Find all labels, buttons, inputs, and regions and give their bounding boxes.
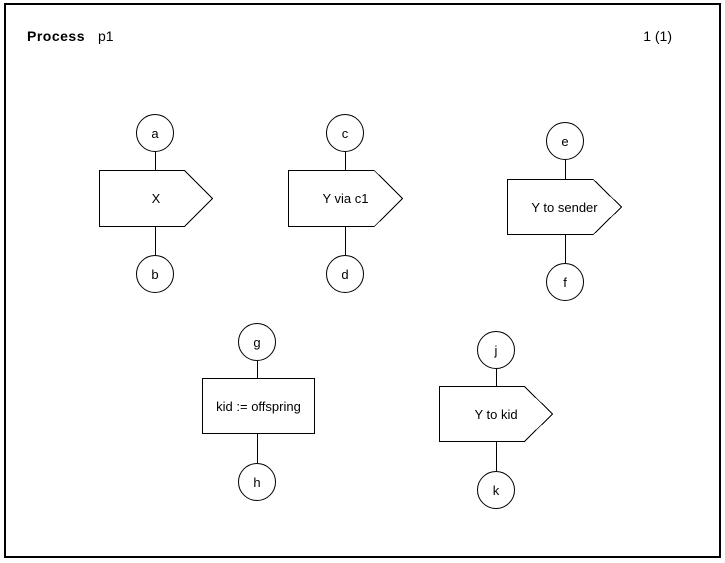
- symbol-label: Y to sender: [531, 199, 598, 215]
- circle-letter: b: [151, 266, 159, 282]
- connector-line: [565, 235, 566, 263]
- circle-letter: a: [151, 125, 159, 141]
- connector-line: [257, 434, 258, 463]
- circle-letter: h: [253, 474, 261, 490]
- diagram-kind-label: Process: [27, 28, 85, 44]
- connector-line: [565, 160, 566, 179]
- circle-letter: c: [341, 125, 349, 141]
- connector-line: [257, 361, 258, 378]
- connector-line: [496, 442, 497, 471]
- circle-letter: d: [341, 266, 349, 282]
- connector-line: [345, 227, 346, 255]
- circle-letter: k: [492, 482, 500, 498]
- circle-letter: f: [563, 274, 567, 290]
- connector-circle-a: a: [136, 114, 174, 152]
- connector-circle-g: g: [238, 323, 276, 361]
- process-name: p1: [97, 28, 114, 44]
- output-symbol-y-via-c1: Y via c1: [288, 170, 403, 227]
- connector-line: [345, 152, 346, 170]
- connector-circle-j: j: [477, 331, 515, 369]
- connector-circle-b: b: [136, 255, 174, 293]
- output-symbol-y-to-kid: Y to kid: [439, 386, 553, 442]
- connector-circle-f: f: [546, 263, 584, 301]
- connector-line: [155, 152, 156, 170]
- symbol-label: Y via c1: [322, 191, 369, 206]
- page-number: 1 (1): [643, 28, 672, 44]
- connector-circle-d: d: [326, 255, 364, 293]
- output-symbol-y-to-sender: Y to sender: [507, 179, 622, 235]
- connector-line: [155, 227, 156, 255]
- connector-circle-h: h: [238, 463, 276, 501]
- output-symbol-shape: [439, 386, 553, 442]
- output-symbol-shape: [99, 170, 213, 227]
- task-symbol-kid-offspring: kid := offspring: [202, 378, 315, 434]
- page-border: [4, 3, 721, 558]
- circle-letter: g: [253, 334, 261, 350]
- circle-letter: j: [494, 342, 498, 358]
- connector-circle-c: c: [326, 114, 364, 152]
- page-title: Process p1: [27, 28, 114, 44]
- connector-circle-e: e: [546, 122, 584, 160]
- output-symbol-shape: [507, 179, 622, 235]
- symbol-label: Y to kid: [474, 406, 518, 422]
- symbol-label: X: [151, 191, 161, 206]
- symbol-label: kid := offspring: [216, 398, 301, 414]
- output-symbol-shape: [288, 170, 403, 227]
- output-symbol-x: X: [99, 170, 213, 227]
- connector-line: [496, 369, 497, 386]
- connector-circle-k: k: [477, 471, 515, 509]
- circle-letter: e: [561, 133, 569, 149]
